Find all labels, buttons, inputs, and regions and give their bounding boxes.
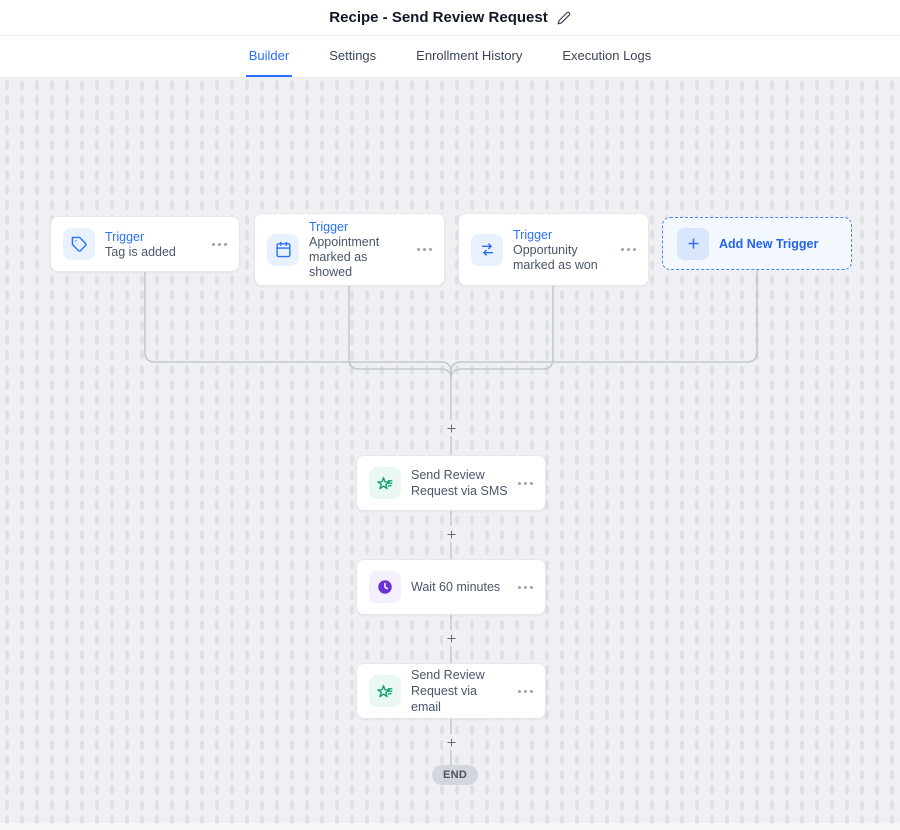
trigger-title: Trigger	[105, 229, 145, 244]
tab-settings[interactable]: Settings	[329, 48, 377, 63]
edit-title-pencil-icon[interactable]	[557, 11, 571, 25]
add-step-icon[interactable]	[443, 734, 459, 750]
action-node-send-review-sms[interactable]: Send Review Request via SMS	[356, 455, 546, 511]
add-new-trigger-label: Add New Trigger	[719, 236, 819, 251]
trigger-description: Tag is added	[105, 244, 176, 259]
tab-enrollment-history[interactable]: Enrollment History	[416, 48, 523, 63]
more-options-icon[interactable]	[518, 689, 533, 693]
plus-icon	[677, 227, 709, 260]
canvas-bottom-edge	[0, 823, 900, 830]
tab-builder[interactable]: Builder	[245, 36, 293, 77]
trigger-node-opportunity-won[interactable]: Trigger Opportunity marked as won	[458, 213, 649, 286]
trigger-title: Trigger	[309, 220, 349, 234]
review-star-icon	[369, 675, 401, 707]
trigger-node-appointment-showed[interactable]: Trigger Appointment marked as showed	[254, 213, 445, 286]
trigger-description: Opportunity marked as won	[513, 242, 598, 272]
tag-icon	[63, 228, 95, 260]
page-title: Recipe - Send Review Request	[329, 9, 548, 26]
more-options-icon[interactable]	[621, 248, 636, 251]
clock-icon	[369, 571, 401, 603]
more-options-icon[interactable]	[212, 242, 227, 246]
add-new-trigger-button[interactable]: Add New Trigger	[662, 217, 852, 270]
add-step-icon[interactable]	[443, 420, 459, 436]
action-node-send-review-email[interactable]: Send Review Request via email	[356, 663, 546, 719]
action-label: Wait 60 minutes	[411, 580, 501, 594]
action-node-wait-60-minutes[interactable]: Wait 60 minutes	[356, 559, 546, 615]
calendar-icon	[267, 233, 299, 266]
add-step-icon[interactable]	[443, 526, 459, 542]
workflow-canvas[interactable]: Trigger Tag is added Trigger Appointment…	[0, 78, 900, 830]
tab-execution-logs[interactable]: Execution Logs	[562, 48, 652, 63]
trigger-title: Trigger	[513, 227, 553, 242]
swap-arrows-icon	[471, 233, 503, 266]
trigger-node-tag-is-added[interactable]: Trigger Tag is added	[50, 216, 240, 272]
add-step-icon[interactable]	[443, 630, 459, 646]
more-options-icon[interactable]	[518, 481, 533, 485]
more-options-icon[interactable]	[518, 585, 533, 589]
review-star-icon	[369, 467, 401, 499]
app-header: Recipe - Send Review Request	[0, 0, 900, 36]
trigger-description: Appointment marked as showed	[309, 235, 380, 279]
end-badge: END	[432, 765, 479, 785]
more-options-icon[interactable]	[417, 248, 432, 251]
action-label: Send Review Request via email	[411, 668, 485, 714]
action-label: Send Review Request via SMS	[411, 468, 508, 498]
tab-bar: Builder Settings Enrollment History Exec…	[0, 36, 900, 78]
